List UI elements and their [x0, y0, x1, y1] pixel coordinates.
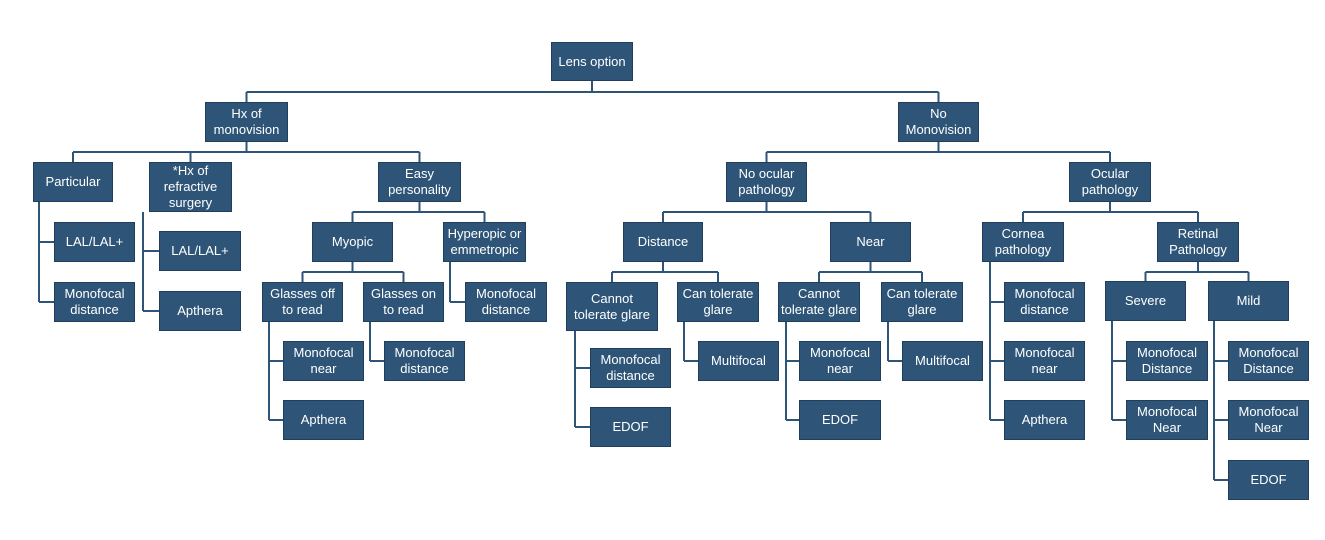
connector-retinal_pathology [1144, 262, 1250, 281]
connector-easy_personality [351, 202, 486, 222]
node-lens-option: Lens option [551, 42, 633, 81]
node-apthera-glasses-off: Apthera [283, 400, 364, 440]
node-monofocal-distance-hyperopic: Monofocal distance [465, 282, 547, 322]
connector-can_glare_2 [887, 322, 902, 362]
connector-severe [1111, 321, 1126, 421]
node-lal-refractive: LAL/LAL+ [159, 231, 241, 271]
node-easy-personality: Easy personality [378, 162, 461, 202]
connector-hyperopic [449, 262, 465, 303]
node-severe: Severe [1105, 281, 1186, 321]
node-apthera-cornea: Apthera [1004, 400, 1085, 440]
node-multifocal-distance: Multifocal [698, 341, 779, 381]
node-monofocal-near-severe: Monofocal Near [1126, 400, 1208, 440]
node-monofocal-near-mild: Monofocal Near [1228, 400, 1309, 440]
node-monofocal-distance-glasses-on: Monofocal distance [384, 341, 465, 381]
node-apthera-refractive: Apthera [159, 291, 241, 331]
connector-near [818, 262, 923, 282]
connector-glasses_off [268, 322, 283, 421]
connector-ocular_pathology [1022, 202, 1199, 222]
node-no-monovision: No Monovision [898, 102, 979, 142]
connector-hx_refractive [142, 212, 159, 312]
node-hx-of-refractive-surgery: *Hx of refractive surgery [149, 162, 232, 212]
connector-particular [38, 202, 54, 303]
node-edof-cannot-glare-distance: EDOF [590, 407, 671, 447]
connector-cannot_glare_2 [785, 322, 799, 421]
connector-no_ocular_pathology [662, 202, 872, 222]
connector-myopic [301, 262, 405, 282]
node-can-tolerate-glare-distance: Can tolerate glare [677, 282, 759, 322]
connector-can_glare_1 [683, 322, 698, 362]
node-glasses-off-to-read: Glasses off to read [262, 282, 343, 322]
node-monofocal-distance-severe: Monofocal Distance [1126, 341, 1208, 381]
node-edof-cannot-glare-near: EDOF [799, 400, 881, 440]
node-hyperopic-or-emmetropic: Hyperopic or emmetropic [443, 222, 526, 262]
node-cannot-tolerate-glare-near: Cannot tolerate glare [778, 282, 860, 322]
connector-distance [611, 262, 719, 282]
node-monofocal-distance-cornea: Monofocal distance [1004, 282, 1085, 322]
node-mild: Mild [1208, 281, 1289, 321]
node-monofocal-distance-mild: Monofocal Distance [1228, 341, 1309, 381]
node-monofocal-distance-cannot-glare: Monofocal distance [590, 348, 671, 388]
node-can-tolerate-glare-near: Can tolerate glare [881, 282, 963, 322]
node-lal-particular: LAL/LAL+ [54, 222, 135, 262]
node-glasses-on-to-read: Glasses on to read [363, 282, 444, 322]
node-retinal-pathology: Retinal Pathology [1157, 222, 1239, 262]
connector-cannot_glare_1 [574, 331, 590, 428]
connector-glasses_on [369, 322, 384, 362]
node-ocular-pathology: Ocular pathology [1069, 162, 1151, 202]
node-cornea-pathology: Cornea pathology [982, 222, 1064, 262]
node-monofocal-distance-particular: Monofocal distance [54, 282, 135, 322]
node-hx-of-monovision: Hx of monovision [205, 102, 288, 142]
connector-lens_option [245, 81, 940, 102]
node-monofocal-near-glasses-off: Monofocal near [283, 341, 364, 381]
node-myopic: Myopic [312, 222, 393, 262]
node-edof-mild: EDOF [1228, 460, 1309, 500]
node-cannot-tolerate-glare-distance: Cannot tolerate glare [566, 282, 658, 331]
node-distance: Distance [623, 222, 703, 262]
node-near: Near [830, 222, 911, 262]
node-monofocal-near-cannot-glare: Monofocal near [799, 341, 881, 381]
connector-cornea_pathology [989, 262, 1004, 421]
node-particular: Particular [33, 162, 113, 202]
connector-hx_monovision [72, 142, 421, 162]
connector-no_monovision [765, 142, 1111, 162]
connector-mild [1213, 321, 1228, 481]
node-multifocal-near: Multifocal [902, 341, 983, 381]
node-no-ocular-pathology: No ocular pathology [726, 162, 807, 202]
node-monofocal-near-cornea: Monofocal near [1004, 341, 1085, 381]
